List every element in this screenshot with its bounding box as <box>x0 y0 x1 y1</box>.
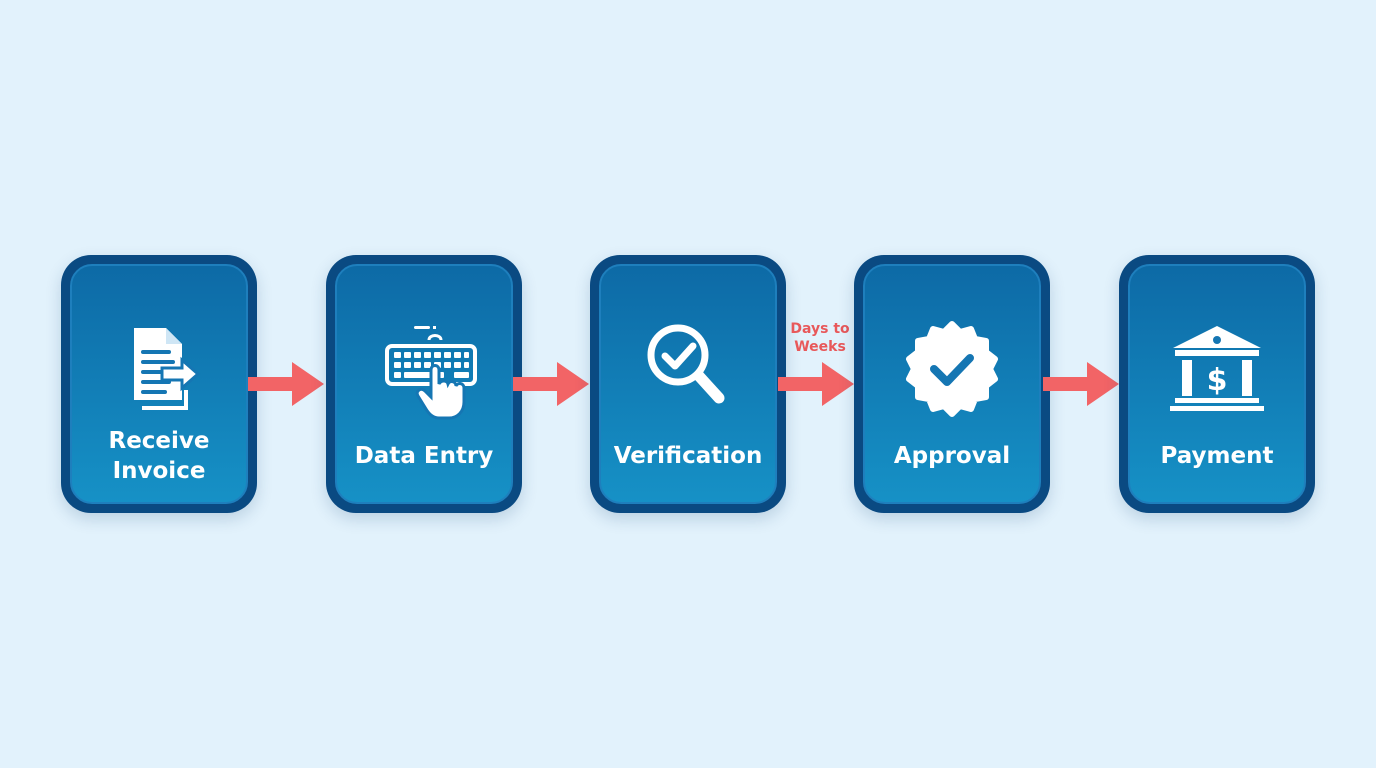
flow-arrow <box>778 362 854 406</box>
delay-note: Days to Weeks <box>790 321 850 355</box>
document-transfer-icon <box>104 320 214 420</box>
flow-arrow <box>513 362 589 406</box>
flow-arrow <box>1043 362 1119 406</box>
step-label: Data Entry <box>354 443 494 469</box>
step-label: Approval <box>893 443 1011 469</box>
flow-arrow <box>248 362 324 406</box>
bank-dollar-icon: $ <box>1162 320 1272 420</box>
badge-check-icon <box>897 320 1007 420</box>
step-payment: $ Payment <box>1119 255 1315 513</box>
keyboard-typing-icon <box>369 320 479 420</box>
svg-text:$: $ <box>1207 363 1228 398</box>
step-label: Payment <box>1160 443 1274 469</box>
step-label: Receive Invoice <box>108 428 210 484</box>
magnifier-check-icon <box>633 320 743 420</box>
step-verification: Verification <box>590 255 786 513</box>
step-data-entry: Data Entry <box>326 255 522 513</box>
step-label: Verification <box>613 443 763 469</box>
step-receive-invoice: Receive Invoice <box>61 255 257 513</box>
step-approval: Approval <box>854 255 1050 513</box>
